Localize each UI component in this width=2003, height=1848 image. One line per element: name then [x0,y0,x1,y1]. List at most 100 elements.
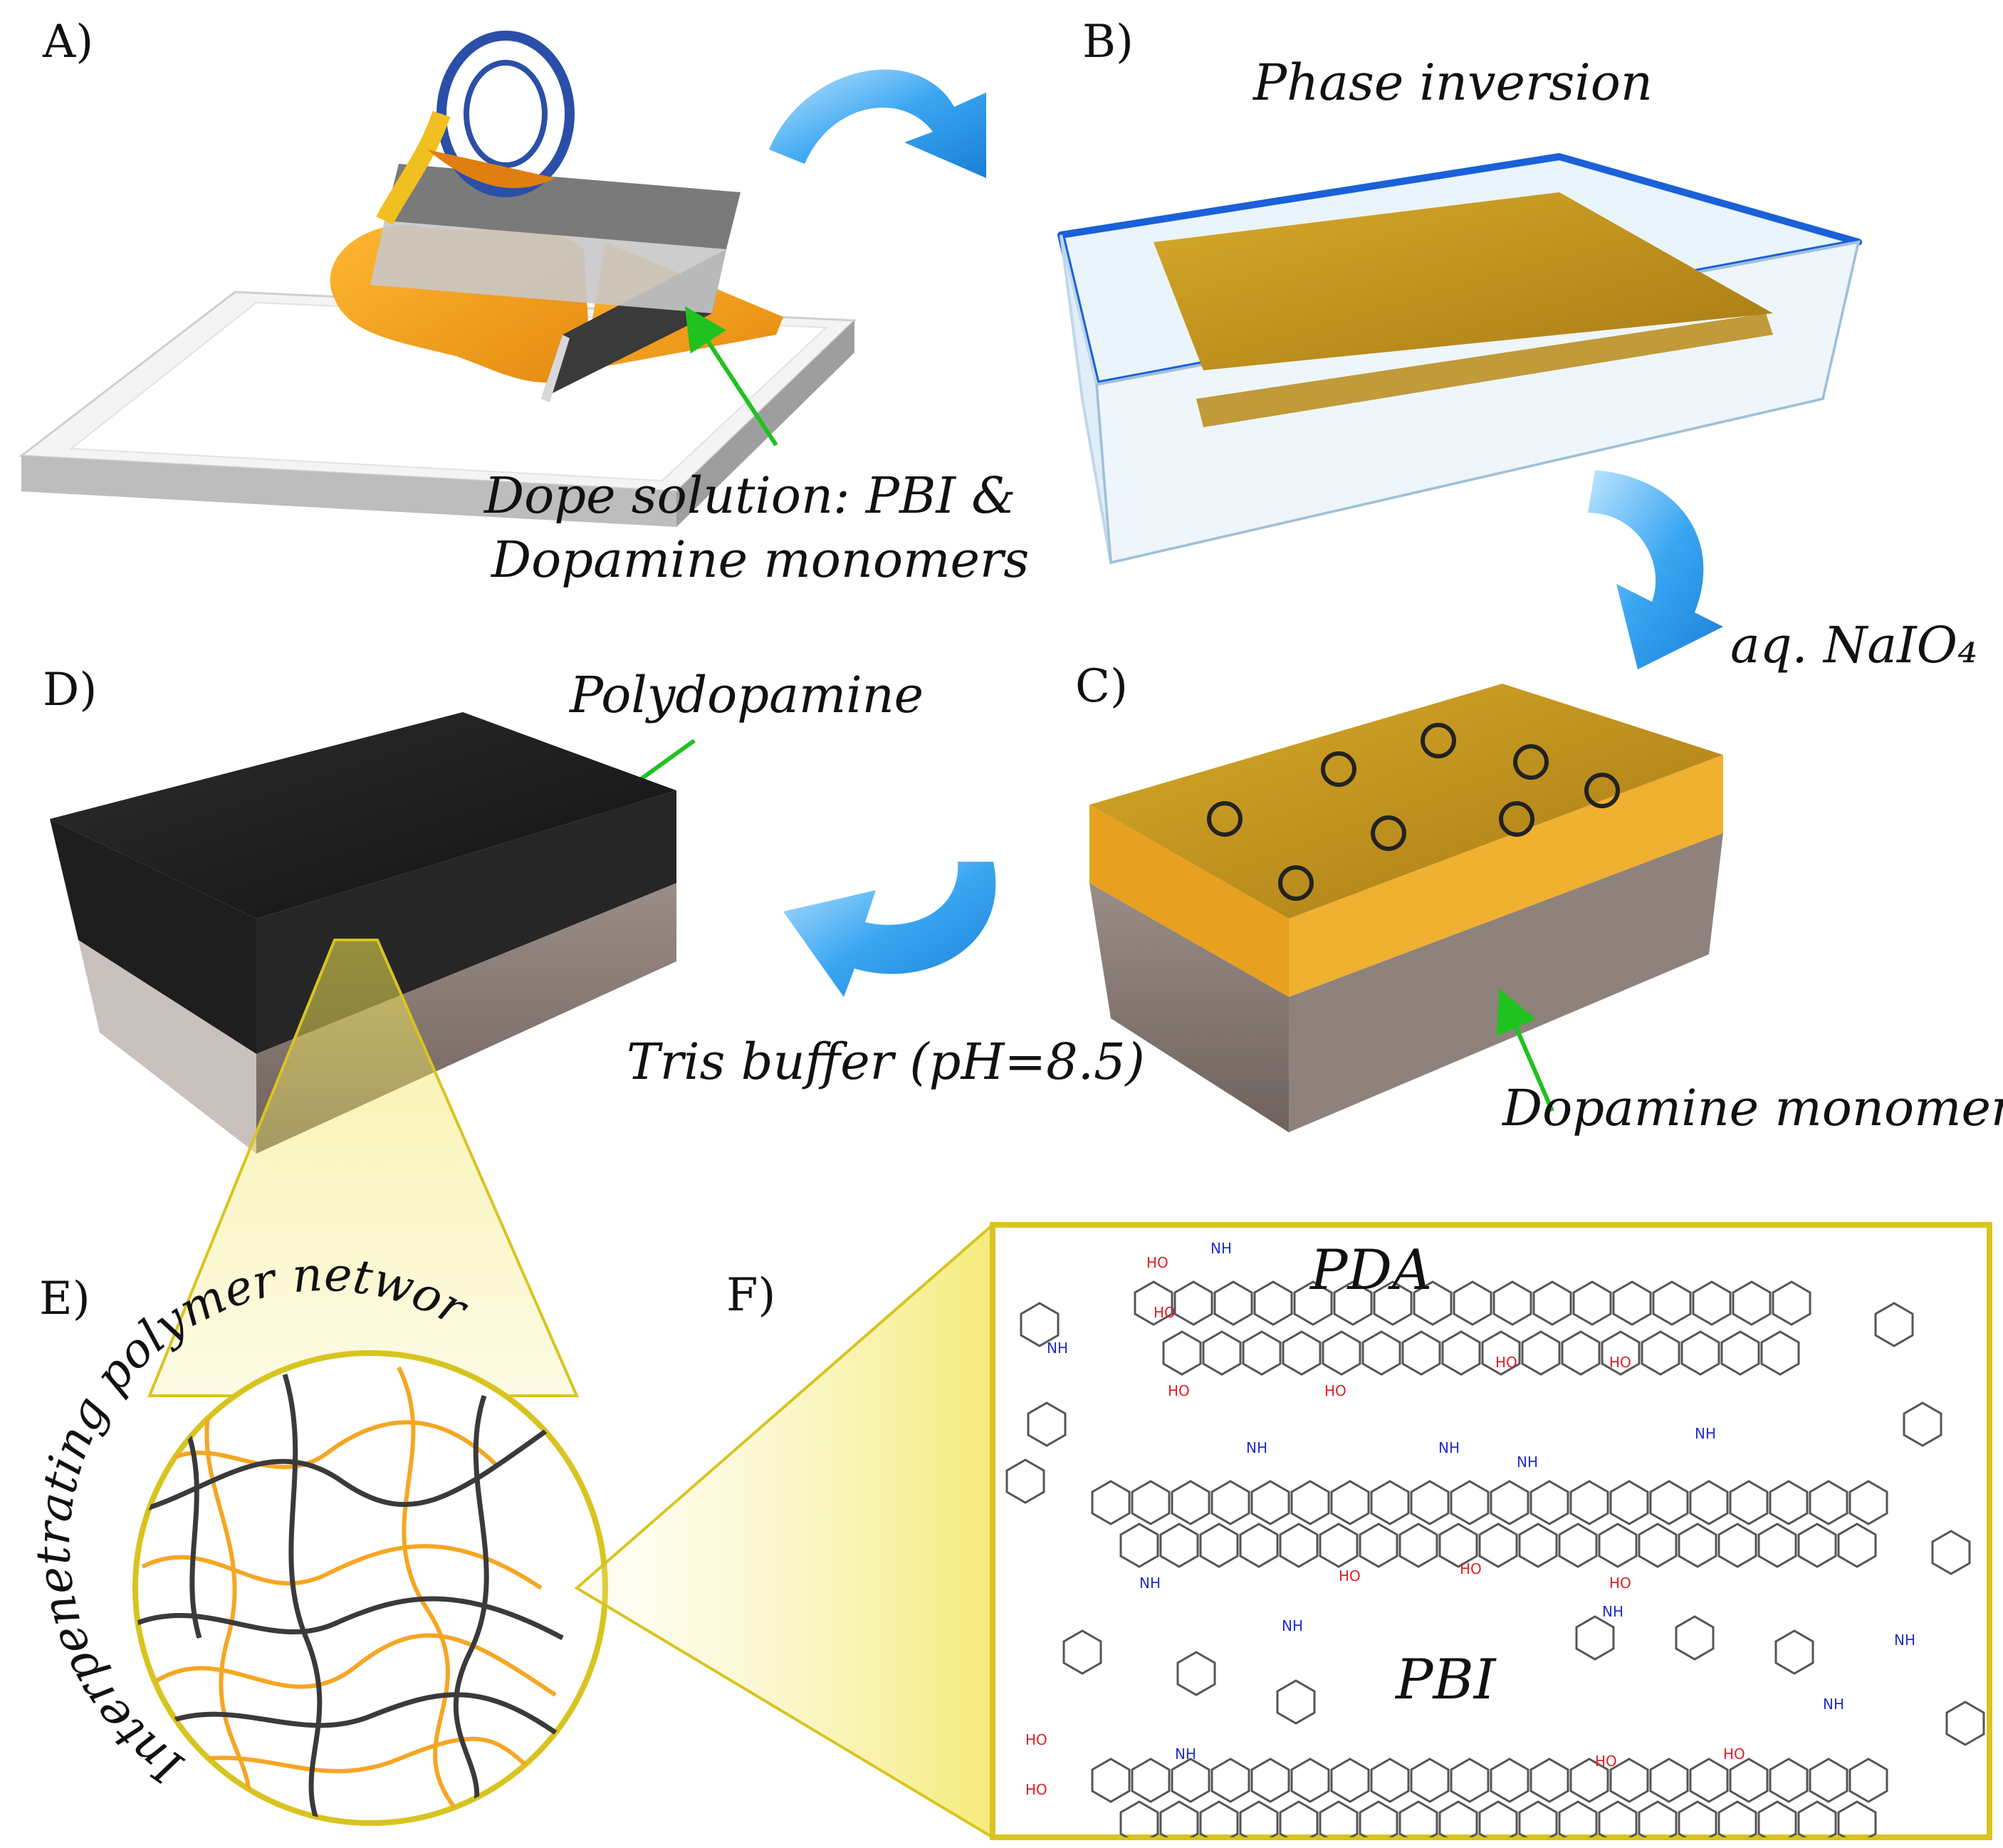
aromatic-ring [1490,1758,1529,1803]
step-arrow-a-to-b [769,69,986,178]
aromatic-ring [1370,1480,1410,1525]
aromatic-ring [1210,1758,1250,1803]
panel-f-label: F) [726,1269,775,1322]
aromatic-ring [1398,1800,1438,1837]
amine-label: NH [1139,1575,1161,1592]
aromatic-ring [1293,1280,1333,1326]
aromatic-ring [1575,1615,1615,1661]
aromatic-ring [1609,1480,1649,1525]
panel-b-label: B) [1082,16,1134,68]
panel-e-label: E) [39,1273,90,1325]
amine-label: NH [1210,1240,1232,1257]
aromatic-ring [1641,1330,1680,1376]
aromatic-ring [1438,1523,1478,1568]
aromatic-ring [1837,1523,1877,1568]
aromatic-ring [1638,1800,1678,1837]
aromatic-ring [1199,1523,1239,1568]
aromatic-ring [1649,1758,1689,1803]
aromatic-ring [1797,1523,1837,1568]
aromatic-ring [1769,1758,1809,1803]
amine-label: NH [1602,1603,1623,1620]
aromatic-ring [1729,1758,1769,1803]
hydroxyl-label: HO [1609,1354,1631,1371]
pouring-roll [376,31,575,225]
amine-label: NH [1438,1439,1460,1456]
aromatic-ring [1239,1523,1279,1568]
aromatic-ring [1398,1523,1438,1568]
aromatic-ring [1242,1330,1282,1376]
hydroxyl-label: HO [1595,1753,1617,1770]
aromatic-ring [1772,1280,1811,1326]
aromatic-ring [1119,1800,1159,1837]
aromatic-ring [1159,1800,1199,1837]
aromatic-ring [1202,1330,1242,1376]
amine-label: NH [1517,1453,1538,1471]
aromatic-ring [1532,1280,1572,1326]
amine-label: NH [1282,1617,1303,1634]
hydroxyl-label: HO [1324,1382,1346,1399]
aromatic-ring [1717,1800,1757,1837]
aromatic-ring [1809,1758,1848,1803]
aromatic-ring [1572,1280,1612,1326]
aromatic-ring [1769,1480,1809,1525]
dopamine-molecules [1207,723,1620,901]
aromatic-ring [1210,1480,1250,1525]
aromatic-ring [1558,1523,1598,1568]
aromatic-ring [1319,1800,1359,1837]
aromatic-ring [1601,1330,1641,1376]
aromatic-ring [1529,1480,1569,1525]
aromatic-ring [1131,1758,1171,1803]
aromatic-ring [1848,1758,1888,1803]
aromatic-ring [1652,1280,1692,1326]
aromatic-ring [1250,1480,1290,1525]
aromatic-ring [1213,1280,1253,1326]
aromatic-ring [1569,1480,1609,1525]
aromatic-ring [1760,1330,1800,1376]
aromatic-ring [1569,1758,1609,1803]
aromatic-ring [1612,1280,1652,1326]
aromatic-ring [1774,1629,1814,1675]
aromatic-ring [1319,1523,1359,1568]
hydroxyl-label: HO [1154,1304,1176,1321]
panel-a: A) Dope solution: PBI & Do [18,16,1029,589]
aromatic-ring [1518,1800,1558,1837]
monomer-pointer-arrow [1496,988,1554,1112]
aromatic-ring [1518,1523,1558,1568]
aromatic-ring [1678,1800,1717,1837]
aromatic-ring [1279,1523,1319,1568]
aromatic-ring [1492,1280,1532,1326]
aromatic-ring [1558,1800,1598,1837]
dope-pointer-arrow [684,306,778,447]
aromatic-ring [1199,1800,1239,1837]
aromatic-ring [1359,1523,1398,1568]
aromatic-ring [1290,1480,1330,1525]
aromatic-ring [1678,1523,1717,1568]
step-label-naio4: aq. NaIO₄ [1730,616,1977,674]
casting-knife [370,164,741,402]
aromatic-ring [1848,1480,1888,1525]
aromatic-ring [1638,1523,1678,1568]
pda-label: PDA [1309,1238,1432,1303]
aromatic-ring [1453,1280,1492,1326]
aromatic-ring [1490,1480,1529,1525]
zoom-cone-e-to-f [574,1221,994,1840]
polydopamine-label: Polydopamine [568,666,924,724]
aromatic-ring [1441,1330,1481,1376]
aromatic-ring [1279,1800,1319,1837]
aromatic-ring [1250,1758,1290,1803]
chemical-structures [1005,1280,1985,1837]
panel-b: B) Phase inversion [1057,16,1862,565]
aromatic-ring [1401,1330,1441,1376]
amine-label: NH [1047,1340,1068,1357]
aromatic-ring [1945,1701,1985,1746]
aromatic-ring [1062,1629,1102,1675]
aromatic-ring [1757,1800,1797,1837]
aromatic-ring [1330,1758,1370,1803]
aromatic-ring [1689,1480,1729,1525]
hydroxyl-label: HO [1495,1354,1517,1371]
aromatic-ring [1134,1280,1173,1326]
aromatic-ring [1162,1330,1202,1376]
aromatic-ring [1359,1800,1398,1837]
amine-label: NH [1695,1425,1716,1442]
